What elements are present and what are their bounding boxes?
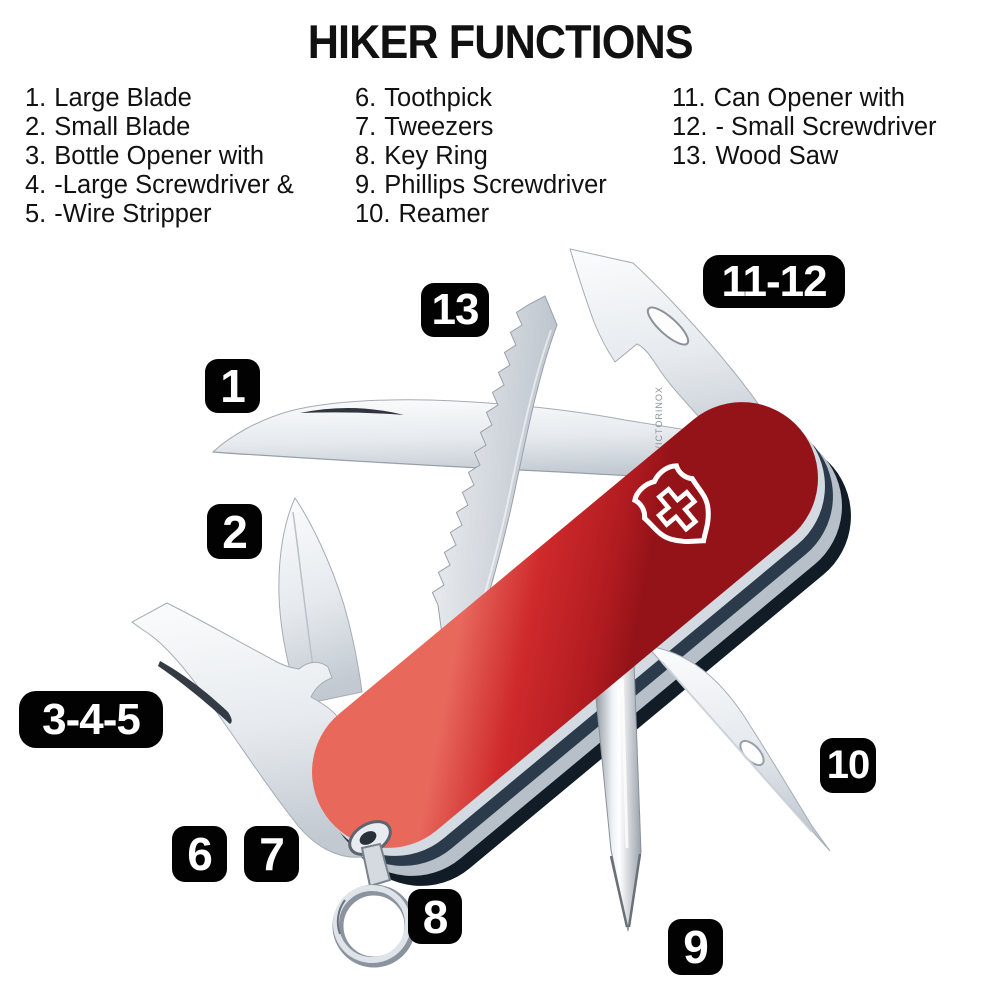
legend-column-1: 1.Large Blade 2.Small Blade 3.Bottle Ope… bbox=[25, 84, 294, 229]
badge-can-opener: 11-12 bbox=[703, 255, 845, 308]
nail-nick bbox=[300, 407, 404, 415]
badge-key-ring: 8 bbox=[408, 889, 462, 944]
legend-item: 6.Toothpick bbox=[355, 84, 493, 112]
legend-item: 11.Can Opener with bbox=[672, 84, 905, 112]
legend-item: 12.- Small Screwdriver bbox=[672, 113, 937, 141]
legend-column-3: 11.Can Opener with 12.- Small Screwdrive… bbox=[672, 84, 937, 171]
badge-bottle-opener: 3-4-5 bbox=[19, 691, 163, 748]
badge-tweezers: 7 bbox=[244, 826, 299, 882]
page-title-text: HIKER FUNCTIONS bbox=[307, 15, 694, 68]
legend-item: 2.Small Blade bbox=[25, 113, 191, 141]
badge-phillips: 9 bbox=[668, 919, 723, 975]
victorinox-cross-shield-icon bbox=[632, 463, 711, 544]
reamer-shape bbox=[645, 645, 831, 852]
badge-toothpick: 6 bbox=[172, 826, 227, 882]
badge-large-blade: 1 bbox=[205, 359, 260, 413]
legend-item: 5.-Wire Stripper bbox=[25, 200, 212, 228]
badge-wood-saw: 13 bbox=[421, 283, 489, 337]
badge-reamer: 10 bbox=[820, 738, 876, 793]
phillips-screwdriver-shape bbox=[592, 663, 642, 932]
large-blade-shape bbox=[211, 399, 701, 481]
tang-stamp-text: VICTORINOX bbox=[654, 386, 664, 452]
legend-item: 9.Phillips Screwdriver bbox=[355, 171, 607, 199]
legend-item: 13.Wood Saw bbox=[672, 142, 839, 170]
legend-column-2: 6.Toothpick 7.Tweezers 8.Key Ring 9.Phil… bbox=[355, 84, 607, 229]
legend-item: 4.-Large Screwdriver & bbox=[25, 171, 294, 199]
legend-item: 3.Bottle Opener with bbox=[25, 142, 265, 170]
legend-item: 1.Large Blade bbox=[25, 84, 192, 112]
badge-small-blade: 2 bbox=[207, 504, 262, 559]
page-title: HIKER FUNCTIONS bbox=[0, 14, 1000, 69]
legend-item: 8.Key Ring bbox=[355, 142, 488, 170]
can-opener-slot bbox=[646, 306, 690, 346]
legend-item: 10.Reamer bbox=[355, 200, 490, 228]
legend-item: 7.Tweezers bbox=[355, 113, 494, 141]
